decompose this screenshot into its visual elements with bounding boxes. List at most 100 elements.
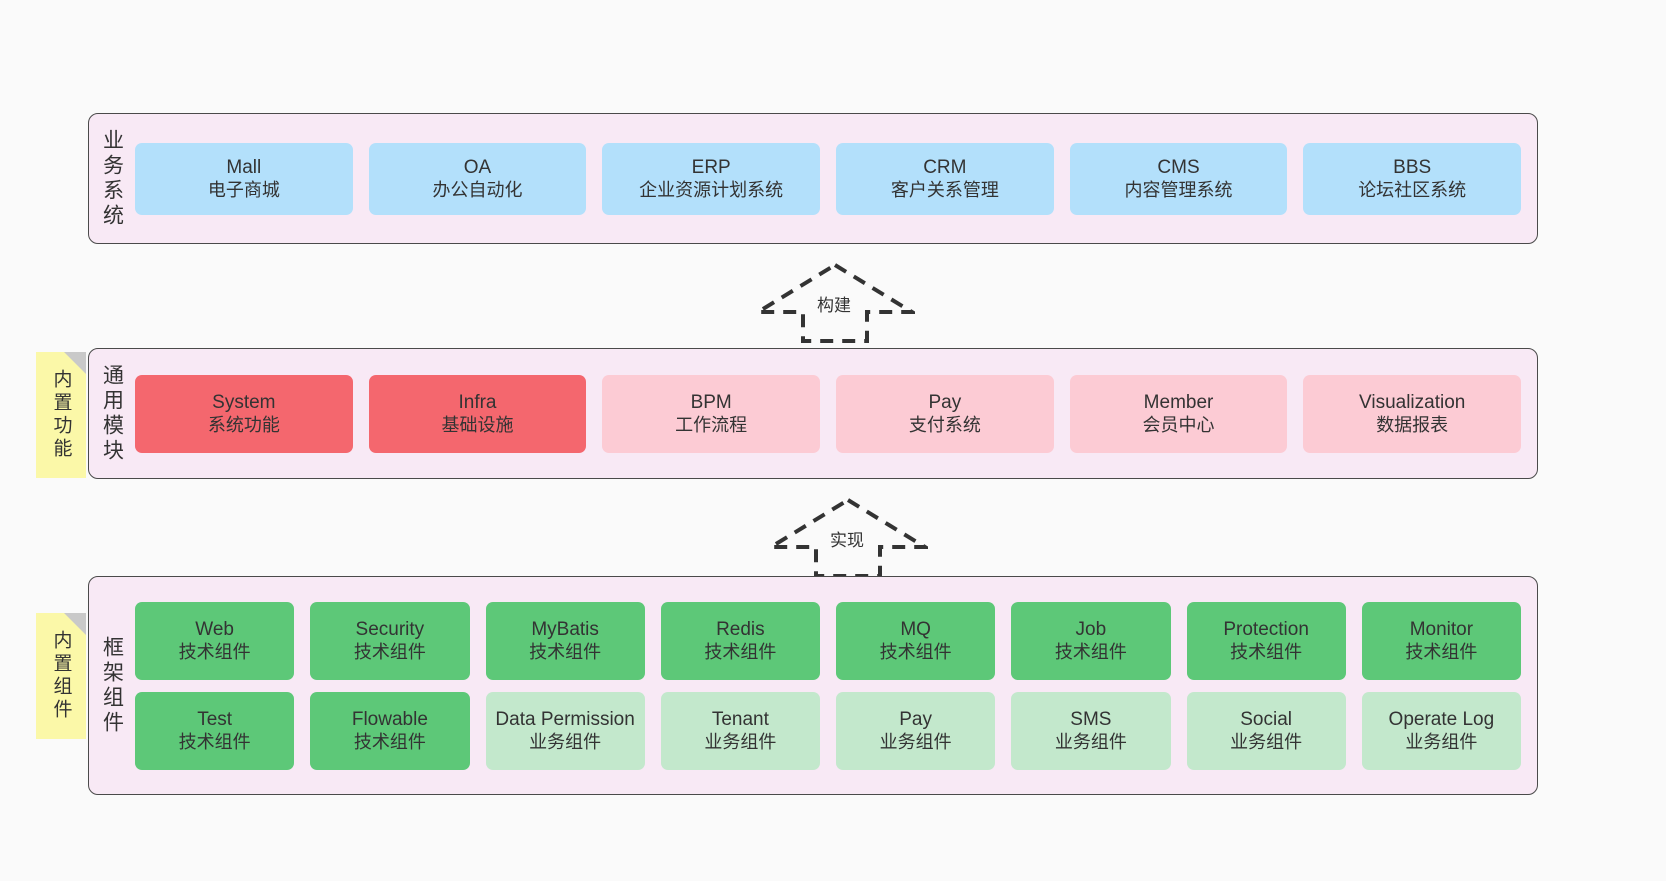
node-infra-cn: 基础设施	[441, 415, 514, 436]
node-sms-cn: 业务组件	[1054, 732, 1127, 753]
node-security-en: Security	[355, 618, 425, 640]
node-job-en: Job	[1075, 618, 1107, 640]
node-monitor-en: Monitor	[1409, 618, 1474, 640]
node-social-en: Social	[1240, 708, 1292, 730]
sticky-note-built-in-functions: 内置功能	[36, 352, 86, 478]
node-data-permission[interactable]: Data Permission 业务组件	[485, 691, 645, 770]
node-social-cn: 业务组件	[1230, 732, 1303, 753]
node-sms[interactable]: SMS 业务组件	[1011, 691, 1171, 770]
node-mall-en: Mall	[226, 156, 262, 178]
node-test[interactable]: Test 技术组件	[135, 691, 295, 770]
node-bbs[interactable]: BBS 论坛社区系统	[1303, 142, 1522, 215]
node-social[interactable]: Social 业务组件	[1186, 691, 1346, 770]
node-protection-cn: 技术组件	[1230, 642, 1303, 663]
node-sms-en: SMS	[1070, 708, 1112, 730]
node-member-en: Member	[1143, 391, 1214, 413]
node-mall[interactable]: Mall 电子商城	[135, 142, 353, 215]
node-pay-module-cn: 支付系统	[908, 415, 981, 436]
node-system-en: System	[212, 391, 276, 413]
node-redis-cn: 技术组件	[704, 642, 777, 663]
node-tenant[interactable]: Tenant 业务组件	[660, 691, 820, 770]
node-visualization-en: Visualization	[1359, 391, 1466, 413]
node-mybatis-en: MyBatis	[531, 618, 599, 640]
node-oa-cn: 办公自动化	[432, 180, 523, 201]
node-data-permission-en: Data Permission	[495, 708, 635, 730]
layer-body-framework-components: Web 技术组件 Security 技术组件 MyBatis 技术组件 Redi…	[135, 577, 1537, 794]
layer-framework-components: 框架组件 Web 技术组件 Security 技术组件 MyBatis 技术组件…	[88, 576, 1538, 795]
row-tech-components: Web 技术组件 Security 技术组件 MyBatis 技术组件 Redi…	[135, 601, 1521, 680]
layer-title-common-modules: 通用模块	[100, 363, 124, 464]
node-bpm-cn: 工作流程	[675, 415, 748, 436]
layer-title-business-systems: 业务系统	[100, 128, 124, 229]
node-visualization-cn: 数据报表	[1376, 415, 1449, 436]
row-business-components: Test 技术组件 Flowable 技术组件 Data Permission …	[135, 691, 1521, 770]
node-security-cn: 技术组件	[353, 642, 426, 663]
node-visualization[interactable]: Visualization 数据报表	[1303, 374, 1522, 453]
node-crm[interactable]: CRM 客户关系管理	[836, 142, 1054, 215]
node-erp[interactable]: ERP 企业资源计划系统	[602, 142, 821, 215]
node-tenant-en: Tenant	[711, 708, 769, 730]
layer-title-framework-components: 框架组件	[100, 635, 124, 736]
node-monitor[interactable]: Monitor 技术组件	[1361, 601, 1521, 680]
node-flowable-cn: 技术组件	[353, 732, 426, 753]
node-oa-en: OA	[463, 156, 492, 178]
node-member-cn: 会员中心	[1142, 415, 1215, 436]
node-flowable[interactable]: Flowable 技术组件	[310, 691, 470, 770]
layer-common-modules: 通用模块 System 系统功能 Infra 基础设施 BPM 工作流程 Pay…	[88, 348, 1538, 479]
node-operate-log[interactable]: Operate Log 业务组件	[1361, 691, 1521, 770]
node-pay-component-en: Pay	[899, 708, 932, 730]
node-pay-module-en: Pay	[928, 391, 962, 413]
node-bbs-en: BBS	[1393, 156, 1432, 178]
node-operate-log-cn: 业务组件	[1405, 732, 1478, 753]
node-monitor-cn: 技术组件	[1405, 642, 1478, 663]
node-protection[interactable]: Protection 技术组件	[1186, 601, 1346, 680]
node-mq[interactable]: MQ 技术组件	[836, 601, 996, 680]
build-arrow-label: 构建	[817, 296, 851, 315]
row-business-systems: Mall 电子商城 OA 办公自动化 ERP 企业资源计划系统 CRM 客户关系…	[135, 142, 1522, 215]
row-common-modules: System 系统功能 Infra 基础设施 BPM 工作流程 Pay 支付系统…	[135, 374, 1522, 453]
node-test-en: Test	[197, 708, 233, 730]
node-pay-component[interactable]: Pay 业务组件	[836, 691, 996, 770]
node-oa[interactable]: OA 办公自动化	[368, 142, 587, 215]
node-data-permission-cn: 业务组件	[529, 732, 602, 753]
node-bpm[interactable]: BPM 工作流程	[602, 374, 821, 453]
layer-body-common-modules: System 系统功能 Infra 基础设施 BPM 工作流程 Pay 支付系统…	[135, 349, 1537, 478]
node-web-en: Web	[195, 618, 234, 640]
node-cms-en: CMS	[1157, 156, 1200, 178]
node-member[interactable]: Member 会员中心	[1069, 374, 1288, 453]
node-job[interactable]: Job 技术组件	[1011, 601, 1171, 680]
node-mybatis[interactable]: MyBatis 技术组件	[485, 601, 645, 680]
node-erp-cn: 企业资源计划系统	[639, 180, 784, 201]
node-system-cn: 系统功能	[207, 415, 280, 436]
node-cms[interactable]: CMS 内容管理系统	[1069, 142, 1288, 215]
layer-body-business-systems: Mall 电子商城 OA 办公自动化 ERP 企业资源计划系统 CRM 客户关系…	[135, 114, 1537, 243]
sticky-note-built-in-components: 内置组件	[36, 613, 86, 739]
node-mq-cn: 技术组件	[879, 642, 952, 663]
node-mq-en: MQ	[900, 618, 931, 640]
node-crm-cn: 客户关系管理	[890, 180, 999, 201]
node-bpm-en: BPM	[690, 391, 732, 413]
node-protection-en: Protection	[1223, 618, 1309, 640]
node-pay-module[interactable]: Pay 支付系统	[836, 374, 1054, 453]
node-security[interactable]: Security 技术组件	[310, 601, 470, 680]
node-erp-en: ERP	[691, 156, 731, 178]
node-web[interactable]: Web 技术组件	[135, 601, 295, 680]
node-infra-en: Infra	[458, 391, 497, 413]
node-operate-log-en: Operate Log	[1388, 708, 1495, 730]
node-infra[interactable]: Infra 基础设施	[368, 374, 587, 453]
node-test-cn: 技术组件	[178, 732, 251, 753]
node-job-cn: 技术组件	[1054, 642, 1127, 663]
node-crm-en: CRM	[923, 156, 967, 178]
node-cms-cn: 内容管理系统	[1124, 180, 1233, 201]
node-system[interactable]: System 系统功能	[135, 374, 353, 453]
node-mybatis-cn: 技术组件	[529, 642, 602, 663]
layer-business-systems: 业务系统 Mall 电子商城 OA 办公自动化 ERP 企业资源计划系统 CRM…	[88, 113, 1538, 244]
node-mall-cn: 电子商城	[207, 180, 280, 201]
node-web-cn: 技术组件	[178, 642, 251, 663]
implement-arrow-label: 实现	[830, 531, 864, 550]
node-flowable-en: Flowable	[351, 708, 428, 730]
node-bbs-cn: 论坛社区系统	[1358, 180, 1467, 201]
node-redis[interactable]: Redis 技术组件	[660, 601, 820, 680]
node-pay-component-cn: 业务组件	[879, 732, 952, 753]
